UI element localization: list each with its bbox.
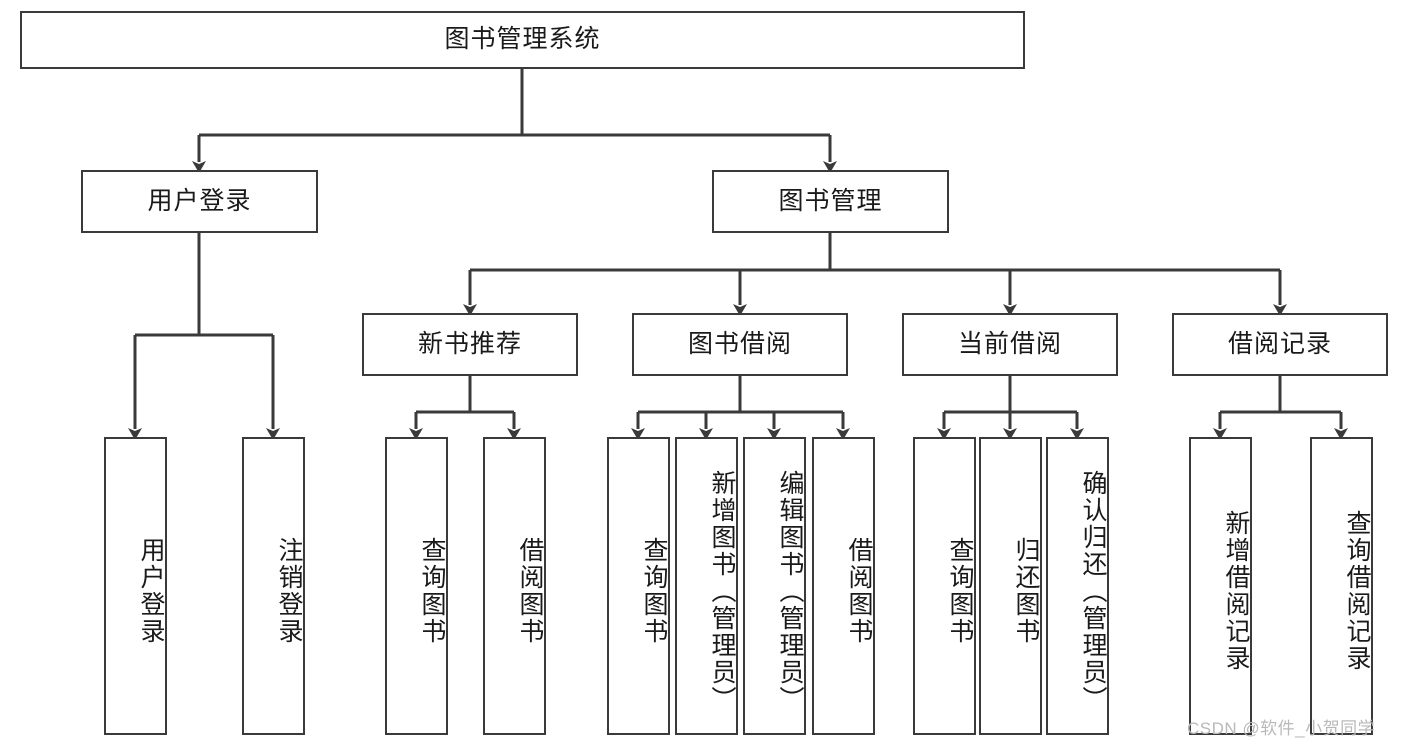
node-leaf-user-login[interactable]: 用户登录 bbox=[104, 437, 167, 735]
node-label: 图书借阅 bbox=[687, 329, 792, 358]
node-current-borrow[interactable]: 当前借阅 bbox=[902, 313, 1118, 376]
node-label: 用户登录 bbox=[147, 186, 252, 215]
node-leaf-add-record[interactable]: 新增借阅记录 bbox=[1189, 437, 1252, 735]
node-leaf-borrow-book-2[interactable]: 借阅图书 bbox=[812, 437, 875, 735]
node-label: 查询图书 bbox=[640, 537, 668, 645]
node-label: 编辑图书（管理员） bbox=[776, 469, 804, 713]
node-label: 图书管理 bbox=[778, 186, 883, 215]
node-label: 查询借阅记录 bbox=[1343, 510, 1371, 672]
node-label: 新增图书（管理员） bbox=[708, 469, 736, 713]
node-label: 借阅图书 bbox=[845, 537, 873, 645]
node-label: 注销登录 bbox=[275, 537, 303, 645]
node-book-borrow[interactable]: 图书借阅 bbox=[632, 313, 848, 376]
watermark-text: CSDN @软件_小贺同学 bbox=[1187, 719, 1376, 738]
node-leaf-return-book[interactable]: 归还图书 bbox=[979, 437, 1042, 735]
node-label: 用户登录 bbox=[137, 537, 165, 645]
node-leaf-edit-book[interactable]: 编辑图书（管理员） bbox=[743, 437, 806, 735]
node-leaf-query-book-2[interactable]: 查询图书 bbox=[607, 437, 670, 735]
node-leaf-user-logout[interactable]: 注销登录 bbox=[242, 437, 305, 735]
node-label: 新书推荐 bbox=[417, 329, 522, 358]
node-leaf-query-book-3[interactable]: 查询图书 bbox=[913, 437, 976, 735]
node-leaf-query-record[interactable]: 查询借阅记录 bbox=[1310, 437, 1373, 735]
node-new-book-recommend[interactable]: 新书推荐 bbox=[362, 313, 578, 376]
node-label: 查询图书 bbox=[418, 537, 446, 645]
node-label: 借阅图书 bbox=[516, 537, 544, 645]
node-leaf-borrow-book-1[interactable]: 借阅图书 bbox=[483, 437, 546, 735]
node-user-login[interactable]: 用户登录 bbox=[81, 170, 318, 233]
node-root-book-management-system[interactable]: 图书管理系统 bbox=[20, 11, 1025, 69]
node-label: 确认归还（管理员） bbox=[1079, 469, 1107, 713]
node-label: 当前借阅 bbox=[957, 329, 1062, 358]
node-label: 查询图书 bbox=[946, 537, 974, 645]
node-leaf-query-book-1[interactable]: 查询图书 bbox=[385, 437, 448, 735]
node-book-management[interactable]: 图书管理 bbox=[712, 170, 949, 233]
node-label: 新增借阅记录 bbox=[1222, 510, 1250, 672]
node-borrow-record[interactable]: 借阅记录 bbox=[1172, 313, 1388, 376]
node-label: 借阅记录 bbox=[1227, 329, 1332, 358]
node-label: 归还图书 bbox=[1012, 537, 1040, 645]
node-leaf-confirm-return[interactable]: 确认归还（管理员） bbox=[1046, 437, 1109, 735]
node-leaf-add-book[interactable]: 新增图书（管理员） bbox=[675, 437, 738, 735]
node-label: 图书管理系统 bbox=[444, 25, 601, 54]
